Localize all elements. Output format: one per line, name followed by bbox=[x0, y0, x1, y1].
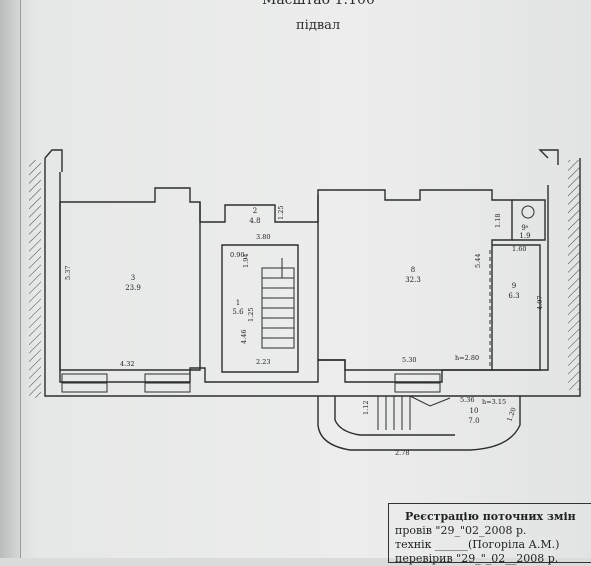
room-1-area: 5.6 bbox=[232, 308, 244, 316]
dim-380: 3.80 bbox=[256, 233, 270, 241]
room-2-number: 2 bbox=[253, 207, 257, 215]
scale-label: Масштаб 1:100 bbox=[262, 0, 375, 8]
registry-line-3: перевірив "29_"_02__2008 р. bbox=[395, 552, 559, 565]
dim-536: 5.36 bbox=[460, 396, 474, 404]
dim-160: 1.60 bbox=[512, 245, 526, 253]
room-9a-area: 1.9 bbox=[519, 232, 530, 240]
room-9-area: 6.3 bbox=[508, 292, 519, 300]
dim-223: 2.23 bbox=[256, 358, 270, 366]
windows bbox=[61, 205, 535, 393]
dim-432: 4.32 bbox=[120, 360, 134, 368]
dim-112: 1.12 bbox=[362, 401, 370, 415]
room-8-area: 32.3 bbox=[405, 276, 421, 284]
dim-125b: 1.25 bbox=[247, 308, 255, 322]
registry-line-1: провів "29_"02_2008 р. bbox=[395, 524, 527, 537]
room-3-area: 23.9 bbox=[125, 284, 141, 292]
room-2-area: 4.8 bbox=[249, 217, 260, 225]
room-10-outline bbox=[317, 396, 521, 451]
room-9-number: 9 bbox=[512, 282, 516, 290]
dim-530: 5.30 bbox=[402, 356, 416, 364]
dim-090: 0.90 bbox=[230, 251, 244, 259]
room-3-number: 3 bbox=[131, 274, 135, 282]
room-1-outline bbox=[221, 244, 299, 373]
registry-line-2: технік ______(Погоріла А.М.) bbox=[395, 538, 560, 551]
binding-edge bbox=[0, 0, 21, 558]
dim-407: 4.07 bbox=[536, 296, 544, 310]
dim-118: 1.18 bbox=[494, 214, 502, 228]
room-2-outline bbox=[199, 195, 319, 223]
room-10-number: 10 bbox=[470, 407, 479, 415]
room-3-outline bbox=[59, 187, 201, 371]
room-9a-number: 9ᵃ bbox=[521, 224, 528, 232]
room-1-number: 1 bbox=[236, 299, 240, 307]
dim-194: 1.94 bbox=[242, 254, 250, 268]
room-9-outline bbox=[492, 244, 541, 371]
height-280: h=2.80 bbox=[455, 354, 479, 362]
room-9a-outline bbox=[512, 199, 546, 241]
floor-label: підвал bbox=[296, 18, 341, 33]
room-10-area: 7.0 bbox=[468, 417, 479, 425]
height-315: h=3.15 bbox=[482, 398, 506, 406]
dim-446: 4.46 bbox=[240, 330, 248, 344]
stairs-room-1 bbox=[261, 258, 295, 349]
registry-stamp: Реєстрацію поточних змін провів "29_"02_… bbox=[388, 503, 591, 565]
dim-120: 1.20 bbox=[505, 406, 517, 422]
stairs-room-10 bbox=[377, 395, 451, 430]
dim-125a: 1.25 bbox=[277, 206, 285, 220]
dim-278: 2.78 bbox=[395, 449, 409, 457]
room-8-number: 8 bbox=[411, 266, 415, 274]
dim-537: 5.37 bbox=[64, 266, 72, 280]
registry-title: Реєстрацію поточних змін bbox=[405, 510, 576, 523]
wall-hatch-left bbox=[29, 160, 41, 398]
wall-hatch-right bbox=[568, 160, 580, 390]
dim-544: 5.44 bbox=[474, 254, 482, 268]
